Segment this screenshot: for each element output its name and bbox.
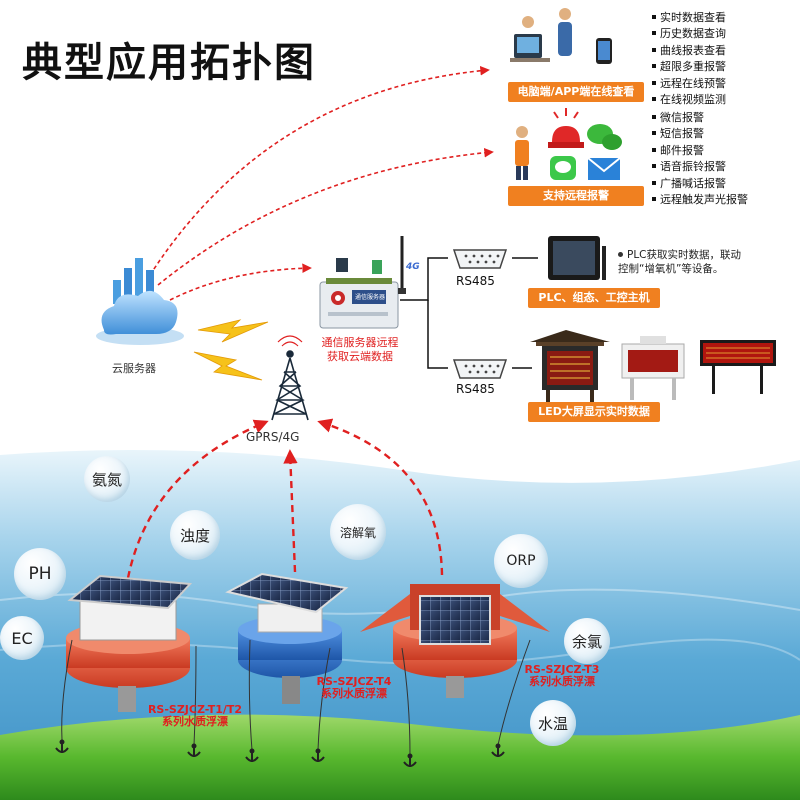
buoy-2-label: RS-SZJCZ-T4 系列水质浮漂 <box>316 675 392 700</box>
alarm-feature-list: 微信报警短信报警邮件报警语音振铃报警广播喊话报警远程触发声光报警 <box>652 110 748 208</box>
monitoring-feature-item: 在线视频监测 <box>652 92 726 108</box>
monitoring-feature-list: 实时数据查看历史数据查询曲线报表查看超限多重报警远程在线预警在线视频监测 <box>652 10 726 108</box>
alarm-label: 支持远程报警 <box>508 186 644 206</box>
tower-label: GPRS/4G <box>246 430 300 444</box>
buoy-3-label: RS-SZJCZ-T3 系列水质浮漂 <box>524 663 600 688</box>
alarm-feature-item: 微信报警 <box>652 110 748 126</box>
led-standing-sign-icon <box>621 336 685 400</box>
rs485-bottom-label: RS485 <box>456 382 495 396</box>
led-label: LED大屏显示实时数据 <box>528 402 660 422</box>
link-cloud-to-monitor <box>149 65 490 276</box>
alarm-illustration <box>515 108 622 180</box>
alarm-feature-item: 短信报警 <box>652 126 748 142</box>
rs485-top-label: RS485 <box>456 274 495 288</box>
alarm-feature-item: 语音振铃报警 <box>652 159 748 175</box>
cloud-server-label: 云服务器 <box>112 362 156 375</box>
param-bubble-orp: ORP <box>494 534 548 588</box>
param-bubble-ec: EC <box>0 616 44 660</box>
monitoring-feature-item: 远程在线预警 <box>652 76 726 92</box>
cloud-links <box>149 65 494 301</box>
led-billboard-icon <box>700 340 776 394</box>
alarm-feature-item: 广播喊话报警 <box>652 176 748 192</box>
wechat-icon <box>587 124 622 150</box>
param-bubble-turbidity: 浊度 <box>170 510 220 560</box>
param-bubble-dissolved-oxygen: 溶解氧 <box>330 504 386 560</box>
grass-background <box>0 714 800 800</box>
link-cloud-to-alarm <box>157 147 494 286</box>
param-bubble-water-temperature: 水温 <box>530 700 576 746</box>
gateway-device <box>319 236 406 329</box>
plc-label: PLC、组态、工控主机 <box>528 288 660 308</box>
plc-panel-icon <box>548 236 606 280</box>
link-buoy2-to-tower <box>283 449 298 573</box>
sensor-cables <box>61 639 531 756</box>
param-bubble-ph: PH <box>14 548 66 600</box>
plc-note-text: PLC获取实时数据，联动 控制“增氧机”等设备。 <box>618 249 742 275</box>
buoy-links <box>126 418 444 579</box>
buoy-2 <box>225 572 349 704</box>
anchor-icons <box>55 739 505 767</box>
page-title: 典型应用拓扑图 <box>22 40 316 86</box>
anchor-icon <box>245 748 259 762</box>
plc-note: PLC获取实时数据，联动 控制“增氧机”等设备。 <box>618 248 741 276</box>
monitoring-feature-item: 曲线报表查看 <box>652 43 726 59</box>
param-bubble-residual-chlorine: 余氯 <box>564 618 610 664</box>
param-bubble-ammonia: 氨氮 <box>84 456 130 502</box>
anchor-icon <box>403 753 417 767</box>
lightning-icon <box>193 351 263 381</box>
monitoring-label: 电脑端/APP端在线查看 <box>508 82 644 102</box>
buoy-1 <box>66 574 193 712</box>
mail-icon <box>587 157 621 180</box>
siren-icon <box>548 108 584 148</box>
tower-icon <box>271 335 309 421</box>
monitoring-illustration <box>510 8 612 64</box>
gateway-4g-tag: 4G <box>406 262 420 272</box>
cloud-server-icon <box>96 258 184 345</box>
gateway-screen-text: 通信服务器 <box>355 294 386 301</box>
alarm-feature-item: 远程触发声光报警 <box>652 192 748 208</box>
gateway-label: 通信服务器远程 获取云端数据 <box>321 336 399 363</box>
sms-icon <box>550 156 576 180</box>
lightning-icon <box>197 319 269 343</box>
buoy-3 <box>360 584 550 698</box>
link-cloud-to-gateway <box>169 263 312 301</box>
monitoring-feature-item: 实时数据查看 <box>652 10 726 26</box>
rs485-connector-icon <box>452 249 508 269</box>
monitoring-feature-item: 历史数据查询 <box>652 26 726 42</box>
buoy-1-label: RS-SZJCZ-T1/T2 系列水质浮漂 <box>147 703 243 728</box>
anchor-icon <box>491 743 505 757</box>
anchor-icon <box>55 739 69 753</box>
link-buoy1-to-tower <box>126 419 269 579</box>
alarm-feature-item: 邮件报警 <box>652 143 748 159</box>
plc-note-bullet <box>618 252 623 257</box>
rs485-bus <box>400 257 538 369</box>
link-buoy3-to-tower <box>317 418 444 576</box>
led-kiosk-icon <box>530 330 610 406</box>
anchor-icon <box>187 743 201 757</box>
anchor-icon <box>311 748 325 762</box>
monitoring-feature-item: 超限多重报警 <box>652 59 726 75</box>
rs485-connector-icon <box>452 359 508 379</box>
wireless-bolts <box>193 319 269 381</box>
